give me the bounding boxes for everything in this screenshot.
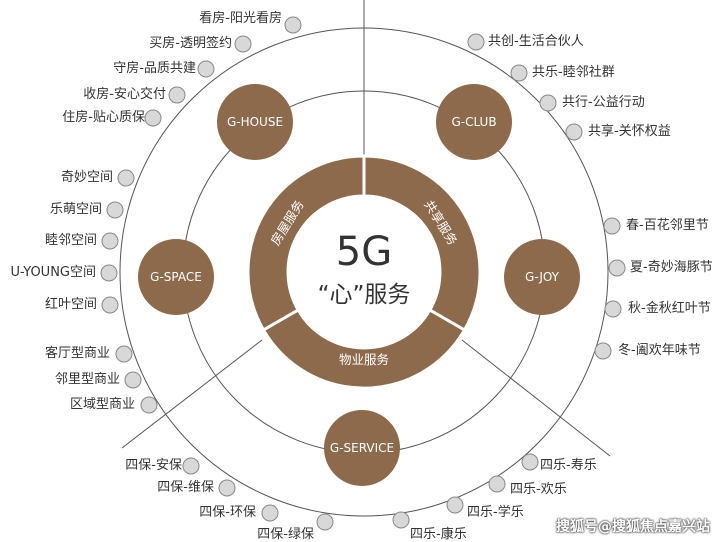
item-label-hongye: 红叶空间 xyxy=(44,297,97,312)
segment-label-property-service: 物业服务 xyxy=(339,352,389,367)
node-label-g-house: G-HOUSE xyxy=(227,115,283,129)
item-label-xuele: 四乐-学乐 xyxy=(467,505,524,520)
item-label-shoufang2: 收房-安心交付 xyxy=(83,87,166,102)
item-dot-chun xyxy=(603,217,621,235)
item-label-weibao: 四保-维保 xyxy=(157,480,214,495)
center-title: 5G xyxy=(336,229,392,275)
item-dot-lemeng xyxy=(106,201,124,219)
item-dot-lvbao xyxy=(316,513,334,531)
item-label-anbao: 四保-安保 xyxy=(125,458,182,473)
item-label-shoule: 四乐-寿乐 xyxy=(540,458,597,473)
item-dot-qimiao xyxy=(117,169,135,187)
item-dot-keting xyxy=(115,345,133,363)
item-dot-kangle xyxy=(392,511,410,529)
item-label-linli: 邻里型商业 xyxy=(54,372,120,387)
node-g-joy xyxy=(504,239,580,315)
item-dot-anbao xyxy=(182,457,200,475)
item-dot-mulin xyxy=(101,232,119,250)
item-dot-zhufang xyxy=(144,109,162,127)
item-dot-kanfang xyxy=(284,16,302,34)
item-label-qimiao: 奇妙空间 xyxy=(60,170,113,185)
item-label-lvbao: 四保-绿保 xyxy=(257,527,314,542)
item-dot-linli xyxy=(124,371,142,389)
item-dot-shoule xyxy=(521,453,539,471)
segment-property-service xyxy=(261,307,467,390)
item-label-lemeng: 乐萌空间 xyxy=(49,202,102,217)
center-subtitle: “心”服务 xyxy=(318,282,411,308)
item-label-uyoung: U-YOUNG空间 xyxy=(10,265,96,280)
item-label-kanfang: 看房-阳光看房 xyxy=(199,11,282,26)
segment-house-service xyxy=(246,154,366,333)
item-dot-weibao xyxy=(218,479,236,497)
item-dot-gongxing xyxy=(539,94,557,112)
item-label-keting: 客厅型商业 xyxy=(44,346,110,361)
item-label-kangle: 四乐-康乐 xyxy=(410,527,467,542)
item-dot-huanbao xyxy=(261,504,279,522)
node-g-space xyxy=(138,239,214,315)
item-label-gongle: 共乐-睦邻社群 xyxy=(532,65,615,80)
node-label-g-space: G-SPACE xyxy=(150,270,202,284)
item-label-dong: 冬-阖欢年味节 xyxy=(618,343,701,358)
item-dot-maifang xyxy=(234,35,252,53)
segment-shared-service xyxy=(362,154,482,333)
lower-right-divider-line xyxy=(461,339,611,457)
lower-left-divider-line xyxy=(121,339,263,449)
item-dots xyxy=(100,16,626,531)
item-label-gongchuang: 共创-生活合伙人 xyxy=(488,34,584,49)
item-dot-huanle xyxy=(488,475,506,493)
item-dot-shoufang2 xyxy=(168,86,186,104)
outer-ring xyxy=(119,27,609,517)
item-dot-hongye xyxy=(101,296,119,314)
item-label-quyu: 区域型商业 xyxy=(69,397,135,412)
item-label-gongxing: 共行-公益行动 xyxy=(562,95,645,110)
service-nodes: G-HOUSE G-CLUB G-SPACE G-JOY G-SERVICE xyxy=(138,84,580,486)
center-disc xyxy=(290,198,438,346)
item-label-huanle: 四乐-欢乐 xyxy=(510,482,567,497)
item-dot-qiu xyxy=(604,300,622,318)
item-label-huanbao: 四保-环保 xyxy=(199,505,256,520)
item-dot-quyu xyxy=(140,396,158,414)
node-label-g-club: G-CLUB xyxy=(451,115,496,129)
item-label-gongxiang: 共享-关怀权益 xyxy=(588,124,671,139)
item-label-xia: 夏-奇妙海豚节 xyxy=(630,260,713,275)
item-dot-gongle xyxy=(510,64,528,82)
center-ring: 5G “心”服务 房屋服务 共享服务 物业服务 xyxy=(246,154,482,390)
item-dot-uyoung xyxy=(100,264,118,282)
node-g-club xyxy=(436,84,512,160)
item-label-chun: 春-百花邻里节 xyxy=(626,218,709,233)
node-label-g-service: G-SERVICE xyxy=(330,441,394,455)
item-dot-gongxiang xyxy=(565,123,583,141)
item-label-mulin: 睦邻空间 xyxy=(44,233,97,248)
node-label-g-joy: G-JOY xyxy=(525,270,560,284)
item-dot-xia xyxy=(608,259,626,277)
node-g-house xyxy=(217,84,293,160)
item-dot-dong xyxy=(594,342,612,360)
watermark: 搜狐号@搜狐焦点嘉兴站 xyxy=(556,519,710,535)
item-label-maifang: 买房-透明签约 xyxy=(149,36,232,51)
item-dot-xuele xyxy=(446,496,464,514)
item-label-shoufang: 守房-品质共建 xyxy=(113,61,196,76)
node-g-service xyxy=(324,410,400,486)
item-label-qiu: 秋-金秋红叶节 xyxy=(628,301,711,316)
item-label-zhufang: 住房-贴心质保 xyxy=(62,110,145,125)
item-dot-shoufang xyxy=(197,60,215,78)
item-dot-gongchuang xyxy=(467,33,485,51)
